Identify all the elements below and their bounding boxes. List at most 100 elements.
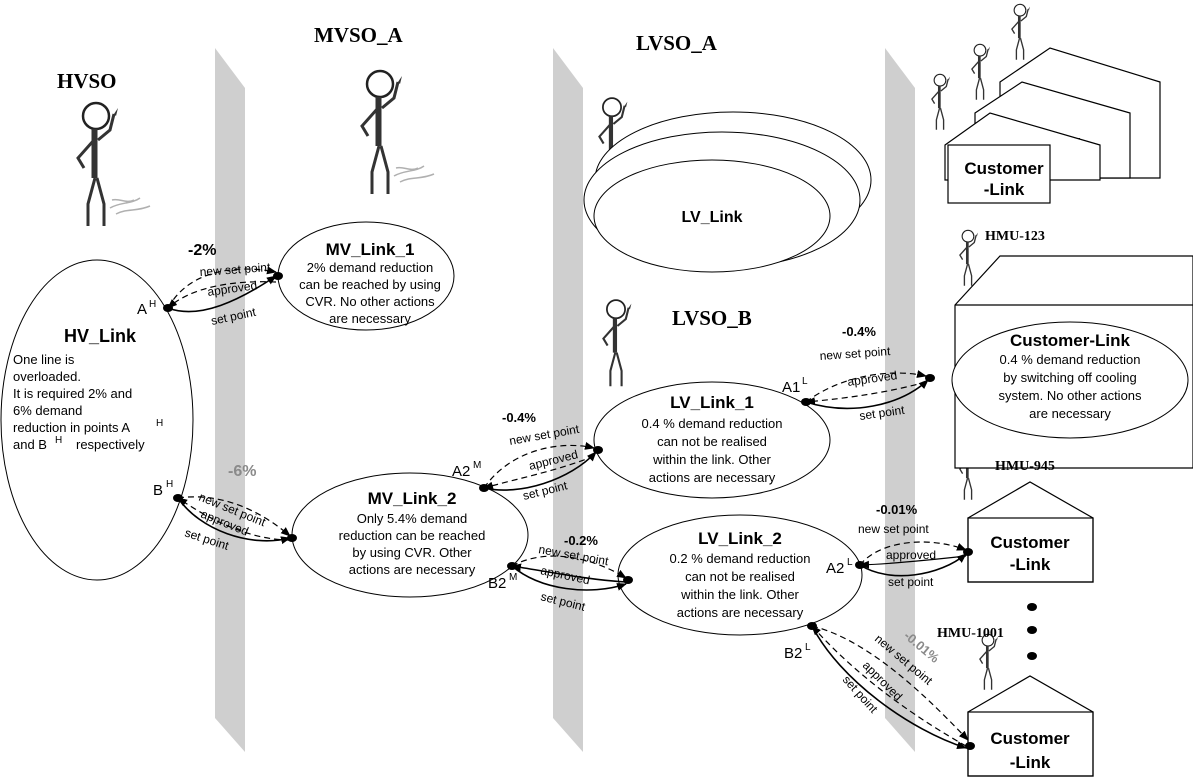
mv-link-1-text: can be reached by using [299,277,441,292]
percent-label: -2% [188,242,216,259]
arrow-group-b2l-hmu1001 [807,622,975,750]
lv-link-1-title: LV_Link_1 [670,393,754,412]
hmu-123-label: HMU-123 [985,229,1045,244]
hvso-title: HVSO [57,69,117,93]
hmu-945-label: HMU-945 [995,459,1055,474]
boundary-wall-2 [553,48,583,752]
mvso-a-title: MVSO_A [314,23,404,47]
lv-link-2-text: within the link. Other [680,587,799,602]
arrow-label-new-set-point: new set point [819,344,891,363]
ellipsis-dot [1027,652,1037,660]
hmu-123-operator-icon [959,229,979,287]
lv-link-2-text: actions are necessary [677,605,804,620]
customer-operator-icon [931,73,951,131]
point-bh: B [153,482,163,499]
arrow-group-a2m-lv1 [479,442,603,492]
customer-label: Customer [964,159,1044,178]
point-a1l-sup: L [802,376,808,387]
lvso-b-title: LVSO_B [672,306,752,330]
customer-link-text: by switching off cooling [1003,370,1136,385]
customer-link-text: system. No other actions [998,388,1142,403]
point-a2m: A2 [452,463,470,480]
mvso-operator-icon [360,69,435,196]
arrow-label-approved: approved [206,278,258,299]
percent-label: -0.2% [564,533,598,548]
lv-link-2-text: can not be realised [685,569,795,584]
point-a2l: A2 [826,560,844,577]
mv-link-2-text: by using CVR. Other [352,545,472,560]
percent-label: -6% [228,463,256,480]
arrow-label-set-point: set point [858,403,906,423]
mv-link-2-text: Only 5.4% demand [357,511,468,526]
customer-link-text: 0.4 % demand reduction [1000,352,1141,367]
hv-link-text: 6% demand [13,403,82,418]
customer-house-stack: omer k mer Customer -Link [944,47,1161,204]
hv-link-text: overloaded. [13,369,81,384]
lv-link-ellipse [593,159,831,273]
point-a1l: A1 [782,379,800,396]
arrow-label-new-set-point: new set point [199,260,271,279]
customer-link-ellipse [951,321,1189,439]
hmu-1001-operator-icon [979,633,999,691]
lv-link-1-ellipse [593,381,831,499]
hv-link-title: HV_Link [64,326,137,346]
ellipsis-dot [1027,626,1037,634]
customer-link-title: Customer-Link [1010,331,1131,350]
percent-label: -0.4% [502,410,536,425]
mv-link-2-title: MV_Link_2 [368,489,457,508]
hv-link-text-sup: H [156,418,163,429]
hv-link-ellipse [0,259,194,581]
boundary-wall-1 [215,48,245,752]
arrow-label-approved: approved [886,548,936,562]
hmu-1001-box [967,711,1094,777]
customer-label: -Link [984,180,1025,199]
lv-link-title: LV_Link [681,209,742,226]
hv-link-text: One line is [13,352,75,367]
hvso-operator-icon [76,101,151,228]
arrow-group-b2m-lv2 [507,555,633,591]
hv-link-text-sup: H [55,435,62,446]
lv-link-1-text: 0.4 % demand reduction [642,416,783,431]
arrow-group-bh-mv2 [173,494,297,545]
point-bh-sup: H [166,479,173,490]
mv-link-2-text: reduction can be reached [339,528,486,543]
point-b2m-sup: M [509,572,517,583]
mv-link-1-text: are necessary [329,311,411,326]
hv-link-text: respectively [76,437,145,452]
customer-operator-icon [971,43,991,101]
customer-link-text: are necessary [1029,406,1111,421]
lv-link-1-text: actions are necessary [649,470,776,485]
arrow-label-approved: approved [846,368,898,389]
ellipsis-dot [1027,603,1037,611]
point-b2m: B2 [488,575,506,592]
point-a2l-sup: L [847,557,853,568]
hv-link-text: It is required 2% and [13,386,132,401]
hmu-945-customer-label: -Link [1010,555,1051,574]
lv-link-2-text: 0.2 % demand reduction [670,551,811,566]
hmu-1001-customer-label: -Link [1010,753,1051,772]
point-a2m-sup: M [473,460,481,471]
lv-link-2-title: LV_Link_2 [698,529,782,548]
arrow-label-set-point: set point [888,575,934,589]
arrow-group-ah-mv1 [163,266,283,313]
point-b2l-sup: L [805,642,811,653]
customer-operator-icon [1011,3,1031,61]
point-b2l: B2 [784,645,802,662]
hv-link-text: reduction in points A [13,420,130,435]
lvso-b-operator-icon [602,299,633,388]
arrow-group-a1l-customer [801,370,935,410]
lvso-a-title: LVSO_A [636,31,718,55]
lv-link-1-text: can not be realised [657,434,767,449]
point-ah-sup: H [149,299,156,310]
arrow-group-a2l-hmu945 [855,541,973,577]
mv-link-2-text: actions are necessary [349,562,476,577]
point-ah: A [137,301,147,318]
hv-link-text: and B [13,437,47,452]
hmu-1001-label: HMU-1001 [937,626,1004,641]
lv-link-1-text: within the link. Other [652,452,771,467]
hmu-945-customer-label: Customer [990,533,1070,552]
percent-label: -0.01% [876,502,918,517]
mv-link-1-text: 2% demand reduction [307,260,433,275]
mv-link-1-text: CVR. No other actions [305,294,435,309]
